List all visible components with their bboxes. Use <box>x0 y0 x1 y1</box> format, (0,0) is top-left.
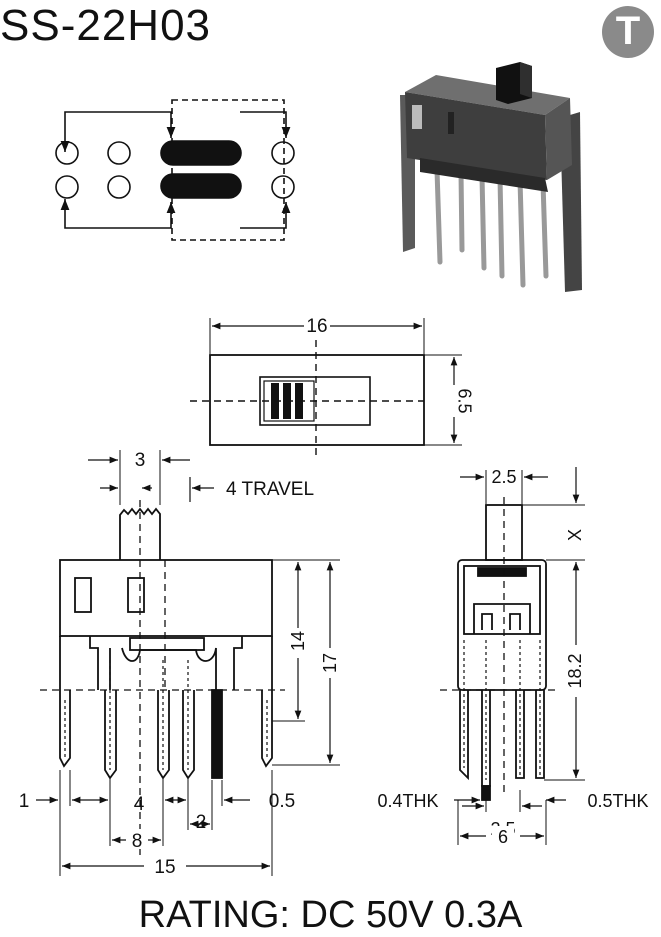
body-height-label: 14 <box>288 631 308 651</box>
side-width-label: 6 <box>498 827 508 847</box>
actuator-height-label: X <box>565 529 585 541</box>
pin-thk-right-label: 0.5THK <box>587 791 648 811</box>
pin-dim-left-label: 1 <box>19 791 30 812</box>
rating-text: RATING: DC 50V 0.3A <box>138 894 523 936</box>
side-actuator-width-label: 2.5 <box>491 467 516 487</box>
span-inner-label: 8 <box>132 831 143 852</box>
travel-label: 4 TRAVEL <box>226 479 314 500</box>
front-actuator-width-label: 3 <box>135 450 146 471</box>
pin-width-label: 0.5 <box>269 791 295 812</box>
top-height-label: 6.5 <box>454 388 474 413</box>
top-view-drawing <box>190 318 462 455</box>
front-view-drawing <box>36 450 340 876</box>
side-view-drawing <box>440 467 585 845</box>
top-width-label: 16 <box>306 316 327 337</box>
pin-gap-label: 2 <box>196 812 207 833</box>
span-outer-label: 15 <box>154 857 175 878</box>
part-number-title: SS-22H03 <box>0 1 212 50</box>
side-height-label: 18.2 <box>565 653 585 688</box>
slide-switch-photo-icon <box>400 62 582 292</box>
circle-t-logo-icon: T <box>602 6 654 58</box>
pin-thk-left-label: 0.4THK <box>377 791 438 811</box>
pin-pitch-label: 4 <box>134 794 145 815</box>
total-height-label: 17 <box>320 653 340 673</box>
pcb-layout-diagram <box>55 99 295 241</box>
